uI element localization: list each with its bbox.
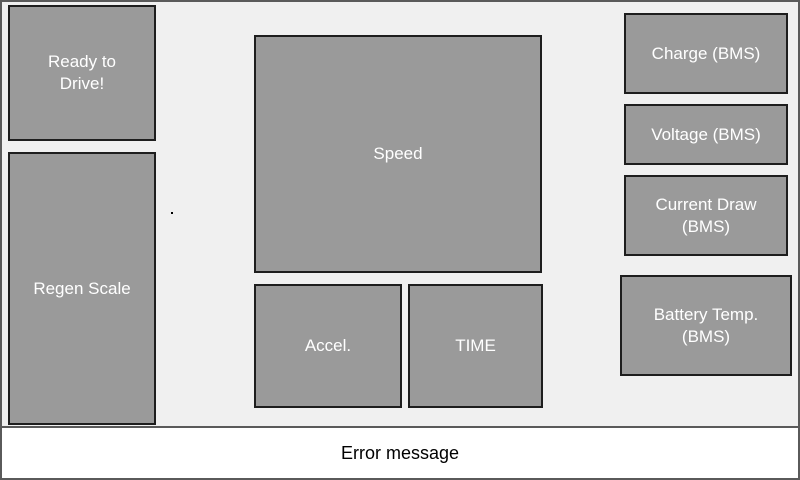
ready-to-drive-label: Ready to Drive! (47, 52, 117, 93)
battery-temp-label: Battery Temp. (BMS) (653, 304, 759, 346)
time-tile[interactable]: TIME (408, 284, 543, 408)
regen-scale-label: Regen Scale (33, 278, 131, 298)
time-label: TIME (455, 336, 496, 355)
charge-label: Charge (BMS) (651, 43, 761, 63)
voltage-tile[interactable]: Voltage (BMS) (624, 104, 788, 165)
error-message-label: Error message (340, 442, 460, 463)
ready-to-drive-tile[interactable]: Ready to Drive! (8, 5, 156, 141)
speed-label: Speed (373, 144, 423, 163)
regen-scale-tile[interactable]: Regen Scale (8, 152, 156, 425)
current-draw-label: Current Draw (BMS) (655, 194, 757, 236)
acceleration-label: Accel. (304, 336, 352, 355)
current-draw-tile[interactable]: Current Draw (BMS) (624, 175, 788, 256)
voltage-label: Voltage (BMS) (651, 124, 761, 144)
error-message-bar: Error message (2, 426, 798, 478)
charge-tile[interactable]: Charge (BMS) (624, 13, 788, 94)
battery-temp-tile[interactable]: Battery Temp. (BMS) (620, 275, 792, 376)
speed-tile[interactable]: Speed (254, 35, 542, 273)
acceleration-tile[interactable]: Accel. (254, 284, 402, 408)
stray-dot (171, 212, 173, 214)
